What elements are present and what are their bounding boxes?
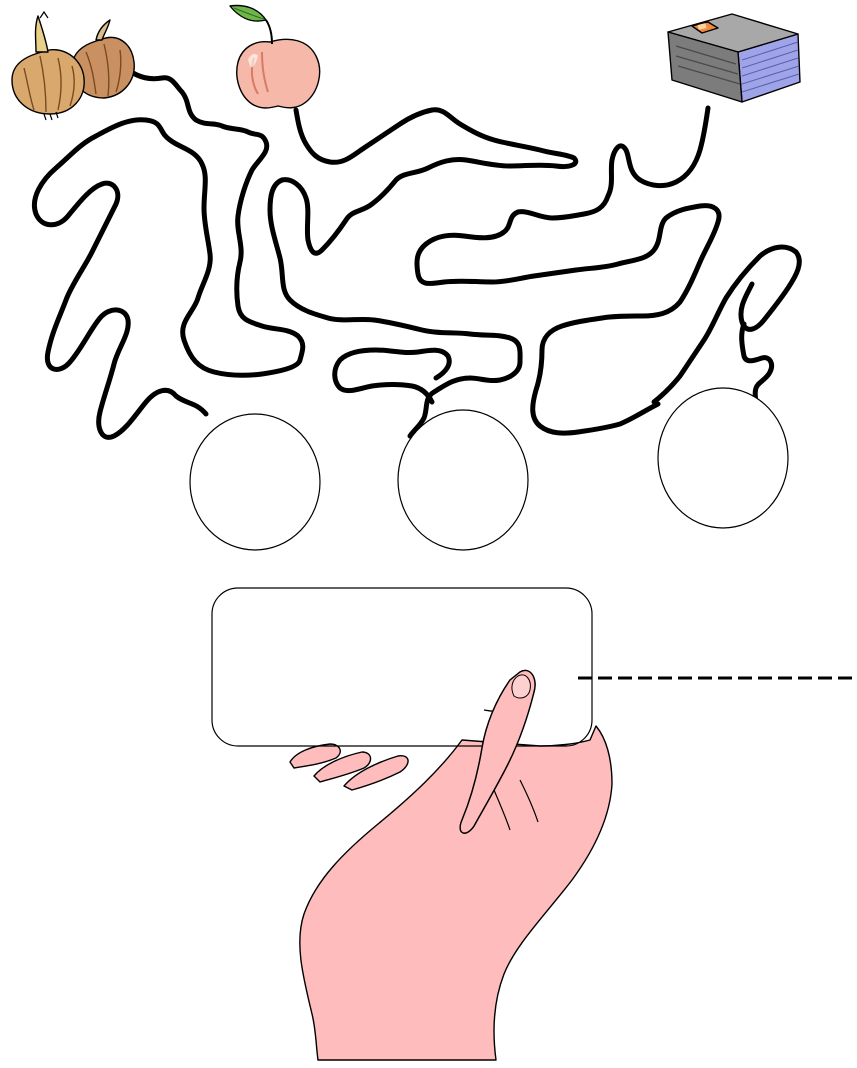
palm [299,725,613,1061]
answer-circle-2[interactable] [397,409,529,551]
answer-circle-1[interactable] [189,413,321,551]
thumb-front [459,669,536,834]
apple-icon [229,4,321,109]
answer-circle-3[interactable] [657,387,789,529]
answer-card[interactable] [211,587,593,747]
maze-path-right-entry [739,321,775,407]
maze-path-apple [267,107,579,439]
maze-path-loop [332,347,452,405]
maze-paths [32,67,802,440]
finger-2 [313,751,372,783]
answer-circles [189,387,789,551]
maze-path-onions [32,67,306,440]
finger-3 [343,755,409,791]
finger-1 [289,743,341,769]
onions-icon [11,10,135,121]
maze-path-branch [651,244,802,405]
book-icon [667,13,801,103]
maze-path-book [414,105,722,436]
